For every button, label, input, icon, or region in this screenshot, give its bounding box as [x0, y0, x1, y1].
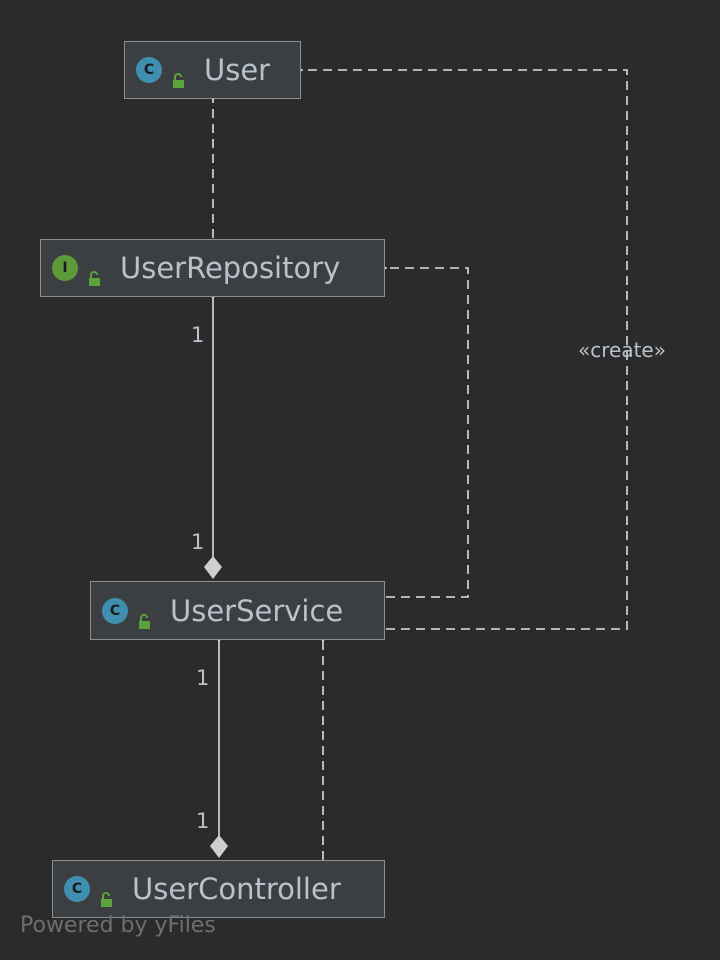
- public-visibility-icon: [99, 881, 115, 907]
- powered-by-footer: Powered by yFiles: [20, 913, 216, 938]
- class-icon: C: [102, 597, 128, 624]
- composition-diamond-controller: [210, 835, 228, 858]
- node-user-repository-name: UserRepository: [120, 251, 341, 285]
- interface-icon: I: [52, 255, 78, 281]
- public-visibility-icon: [171, 62, 187, 88]
- node-user-controller-name: UserController: [132, 872, 341, 906]
- node-user[interactable]: C User: [124, 41, 301, 99]
- node-user-repository[interactable]: I UserRepository: [40, 239, 385, 297]
- public-visibility-icon: [87, 260, 103, 286]
- multiplicity-service-end: 1: [191, 530, 205, 554]
- class-icon: C: [64, 876, 90, 902]
- multiplicity-service-upper: 1: [196, 666, 210, 690]
- edge-service-creates-user[interactable]: [302, 70, 628, 630]
- class-icon: C: [136, 57, 162, 83]
- node-user-controller[interactable]: C UserController: [52, 860, 385, 918]
- edge-service-depends-repository[interactable]: [386, 268, 469, 598]
- composition-diamond-service: [204, 556, 222, 579]
- create-stereotype-label: «create»: [578, 338, 666, 362]
- node-user-service-name: UserService: [170, 593, 344, 628]
- multiplicity-repository-end: 1: [191, 323, 205, 347]
- multiplicity-controller-end: 1: [196, 809, 210, 833]
- node-user-name: User: [204, 53, 271, 87]
- public-visibility-icon: [137, 603, 153, 629]
- node-user-service[interactable]: C UserService: [90, 581, 385, 640]
